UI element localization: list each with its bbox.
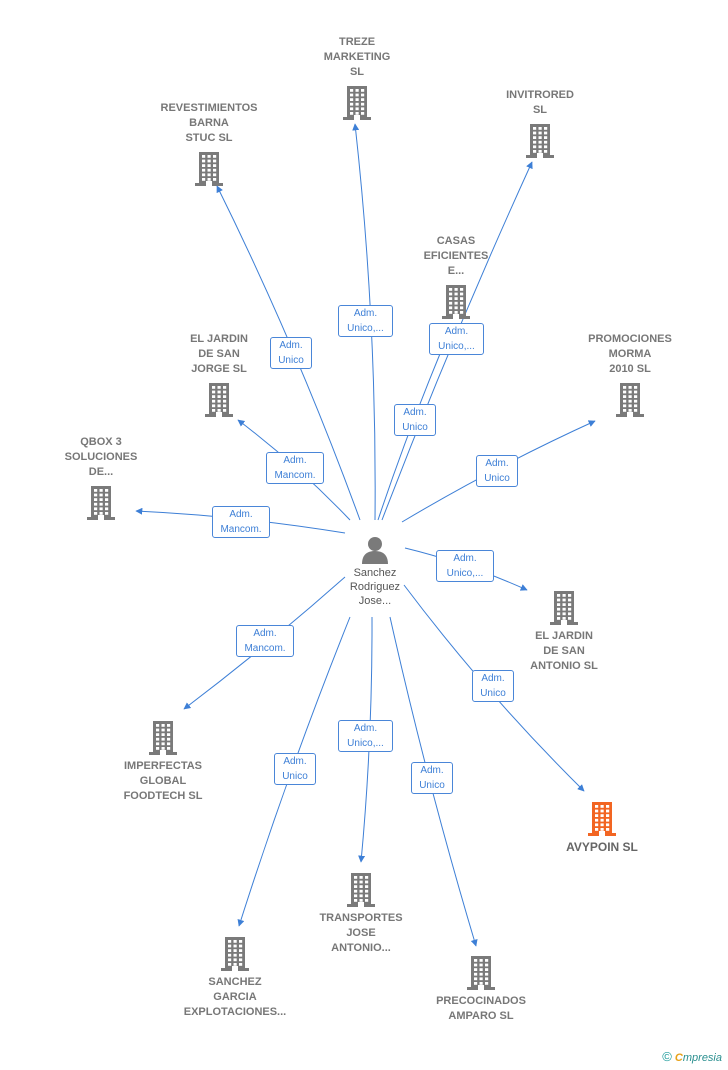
company-name: EL JARDIN DE SAN ANTONIO SL xyxy=(530,630,598,672)
company-node-jardin_jorge[interactable]: EL JARDIN DE SAN JORGE SL xyxy=(149,332,289,417)
company-node-promociones[interactable]: PROMOCIONES MORMA 2010 SL xyxy=(560,332,700,417)
edge-label-jardin_antonio[interactable]: Adm. Unico,... xyxy=(436,550,494,582)
edge-label-transportes[interactable]: Adm. Unico,... xyxy=(338,720,393,752)
edge-label-qbox[interactable]: Adm. Mancom. xyxy=(212,506,270,538)
edge-label-casas[interactable]: Adm. Unico xyxy=(394,404,436,436)
company-node-jardin_antonio[interactable]: EL JARDIN DE SAN ANTONIO SL xyxy=(494,589,634,674)
company-node-sanchez_garcia[interactable]: SANCHEZ GARCIA EXPLOTACIONES... xyxy=(165,935,305,1020)
company-node-avypoin[interactable]: AVYPOIN SL xyxy=(532,800,672,855)
company-node-invitrored[interactable]: INVITRORED SL xyxy=(470,88,610,158)
edge-label-sanchez_garcia[interactable]: Adm. Unico xyxy=(274,753,316,785)
edge-label-jardin_jorge[interactable]: Adm. Mancom. xyxy=(266,452,324,484)
company-name: EL JARDIN DE SAN JORGE SL xyxy=(190,333,248,375)
edge-label-treze[interactable]: Adm. Unico,... xyxy=(338,305,393,337)
company-name: CASAS EFICIENTES E... xyxy=(423,235,489,277)
company-node-transportes[interactable]: TRANSPORTES JOSE ANTONIO... xyxy=(291,871,431,956)
company-name: QBOX 3 SOLUCIONES DE... xyxy=(64,436,138,478)
building-icon xyxy=(467,956,495,990)
building-icon xyxy=(87,486,115,520)
company-name: TRANSPORTES JOSE ANTONIO... xyxy=(319,912,403,954)
building-icon xyxy=(149,721,177,755)
building-icon xyxy=(588,802,616,836)
building-icon xyxy=(526,124,554,158)
company-name: TREZE MARKETING SL xyxy=(323,36,391,78)
person-name: Sanchez Rodriguez Jose... xyxy=(349,567,401,607)
edge-label-avypoin[interactable]: Adm. Unico xyxy=(472,670,514,702)
person-icon xyxy=(362,537,388,564)
company-node-qbox[interactable]: QBOX 3 SOLUCIONES DE... xyxy=(31,435,171,520)
company-name: PROMOCIONES MORMA 2010 SL xyxy=(588,333,672,375)
company-node-revestimientos[interactable]: REVESTIMIENTOS BARNA STUC SL xyxy=(139,101,279,186)
brand-initial: C xyxy=(674,1052,683,1064)
building-icon xyxy=(205,383,233,417)
building-icon xyxy=(616,383,644,417)
edge-label-imperfectas[interactable]: Adm. Mancom. xyxy=(236,625,294,657)
company-name: REVESTIMIENTOS BARNA STUC SL xyxy=(160,102,258,144)
building-icon xyxy=(442,285,470,319)
company-name: SANCHEZ GARCIA EXPLOTACIONES... xyxy=(183,976,287,1018)
company-name: PRECOCINADOS AMPARO SL xyxy=(436,995,526,1022)
company-node-casas[interactable]: CASAS EFICIENTES E... xyxy=(386,234,526,319)
building-icon xyxy=(343,86,371,120)
edge-label-promociones[interactable]: Adm. Unico xyxy=(476,455,518,487)
building-icon xyxy=(347,873,375,907)
company-name: IMPERFECTAS GLOBAL FOODTECH SL xyxy=(123,760,203,802)
copyright-icon: © xyxy=(662,1049,672,1064)
company-name: INVITRORED SL xyxy=(506,89,574,116)
company-name: AVYPOIN SL xyxy=(566,840,638,854)
building-icon xyxy=(195,152,223,186)
building-icon xyxy=(221,937,249,971)
center-person-node[interactable]: Sanchez Rodriguez Jose... xyxy=(305,534,445,608)
company-node-treze[interactable]: TREZE MARKETING SL xyxy=(287,35,427,120)
brand-name: mpresia xyxy=(682,1052,722,1064)
edge-label-revestimientos[interactable]: Adm. Unico xyxy=(270,337,312,369)
edge-label-invitrored[interactable]: Adm. Unico,... xyxy=(429,323,484,355)
edge-label-precocinados[interactable]: Adm. Unico xyxy=(411,762,453,794)
company-node-imperfectas[interactable]: IMPERFECTAS GLOBAL FOODTECH SL xyxy=(93,719,233,804)
building-icon xyxy=(550,591,578,625)
company-node-precocinados[interactable]: PRECOCINADOS AMPARO SL xyxy=(411,954,551,1024)
brand-watermark: © Cmpresia xyxy=(662,1049,722,1064)
